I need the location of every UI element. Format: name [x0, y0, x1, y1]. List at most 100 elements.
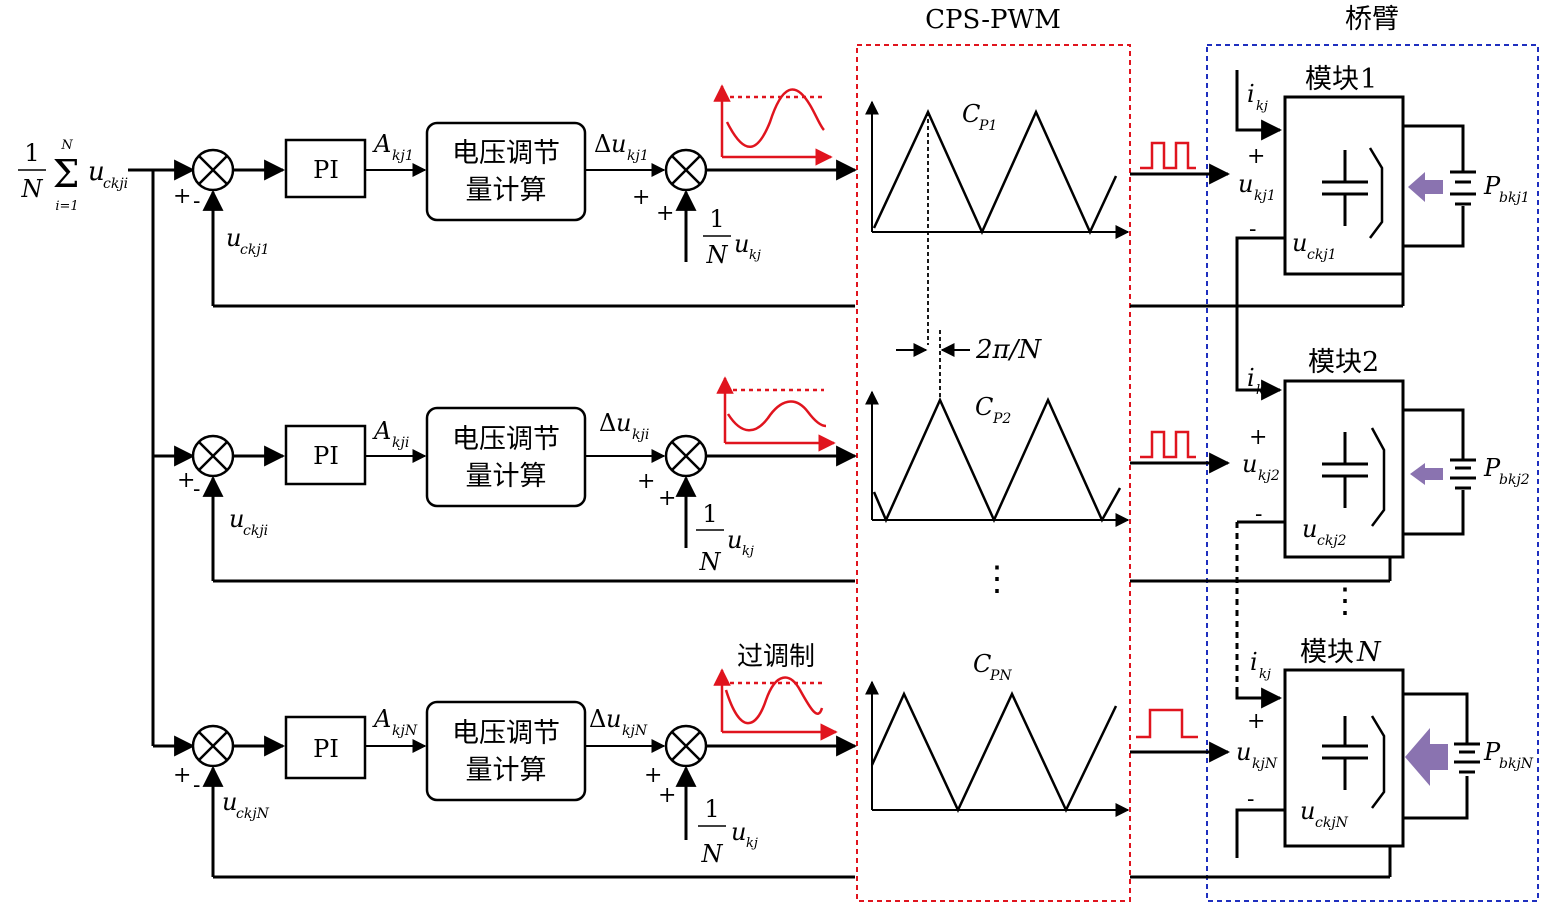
mod-sign-plus-b-2: +	[658, 486, 676, 511]
ref-sub-n: kj	[746, 836, 758, 851]
overmodulation-label: 过调制	[737, 642, 815, 672]
module-minus-2: -	[1255, 502, 1262, 527]
du-sub-1: kj1	[627, 148, 649, 164]
module-p-var-n: P	[1483, 738, 1501, 766]
sum-sign: Σ	[53, 152, 80, 196]
module-n: 模块 N i kj + u kjN - u ckjN P bkjN	[1235, 637, 1534, 858]
input-var: u	[88, 157, 105, 187]
module-u-var-1: u	[1238, 170, 1253, 198]
cps-pwm-header: CPS-PWM	[925, 5, 1061, 35]
pi-block-n	[284, 715, 367, 780]
module-p-sub-n: bkjN	[1499, 756, 1534, 772]
fb-sub-1: ckj1	[240, 242, 270, 258]
modulation-wave-inset-1	[713, 84, 833, 166]
capacitor-2	[1322, 432, 1368, 508]
module-minus-n: -	[1247, 787, 1254, 812]
module-ellipsis: ⋮	[1328, 581, 1362, 621]
pwm-pulse-n	[1130, 708, 1231, 763]
sign-plus-2: +	[177, 468, 195, 493]
module-i-var-n: i	[1250, 648, 1258, 676]
input-feed-lines	[128, 159, 196, 757]
pi-block-1	[284, 138, 367, 199]
module-u-sub-n: kjN	[1252, 756, 1278, 772]
carrier-triangle-1	[872, 108, 1118, 236]
voltage-calc-line2-1: 量计算	[466, 175, 547, 206]
module-p-var-2: P	[1483, 454, 1501, 482]
input-var-sub: ckji	[103, 176, 128, 192]
battery-1	[1450, 170, 1476, 206]
a-sub-1: kj1	[392, 148, 414, 164]
carrier-plot-2	[865, 390, 1130, 527]
fb-var-n: u	[222, 788, 237, 816]
sign-plus-1: +	[173, 184, 191, 209]
carrier-var-2: C	[975, 393, 993, 421]
carrier-sub-2: P2	[992, 411, 1011, 427]
du-var-1: u	[611, 130, 626, 158]
a-var-2: A	[372, 417, 391, 445]
voltage-calc-line1-2: 电压调节	[452, 424, 560, 455]
module-plus-n: +	[1247, 709, 1265, 734]
module-i-sub-n: kj	[1259, 667, 1271, 682]
module-i-var-2: i	[1247, 364, 1255, 392]
mod-sign-plus-a-1: +	[632, 185, 650, 210]
carrier-var-n: C	[973, 650, 991, 678]
module-plus-2: +	[1249, 425, 1267, 450]
carrier-ellipsis: ⋮	[980, 559, 1014, 599]
du-delta-2: Δ	[599, 409, 616, 437]
cps-pwm-region-box	[856, 44, 1131, 902]
voltage-calc-line1-n: 电压调节	[452, 718, 560, 749]
power-arrow-1	[1408, 172, 1443, 202]
ref-sub-2: kj	[742, 544, 754, 559]
sign-plus-n: +	[173, 763, 191, 788]
sign-minus-2: -	[193, 477, 200, 502]
bridge-arm-header: 桥臂	[1345, 4, 1399, 35]
carrier-triangle-2	[872, 396, 1122, 524]
module-title-cn-2: 模块	[1308, 347, 1362, 378]
input-average-voltage: 1 N Σ N i=1 u ckji	[18, 138, 128, 214]
du-delta-n: Δ	[589, 705, 606, 733]
control-row-2: + - PI A kji 电压调节 量计算 Δ u kji + + 1 N u …	[177, 406, 858, 583]
control-row-1: + - PI A kj1 电压调节 量计算 Δ u kj1 + + 1 N u …	[173, 121, 858, 308]
capacitor-1	[1322, 150, 1368, 226]
fb-sub-n: ckjN	[236, 806, 270, 822]
voltage-calc-line2-2: 量计算	[466, 461, 547, 492]
pwm-pulse-2	[1130, 430, 1231, 474]
power-arrow-n	[1405, 728, 1448, 786]
ref-den-2: N	[699, 548, 722, 576]
a-sub-2: kji	[392, 435, 409, 451]
module-i-sub-2: kj	[1256, 383, 1268, 398]
carrier-plot-1	[865, 100, 1130, 345]
summing-junction-cross-1	[198, 155, 228, 185]
module-p-var-1: P	[1483, 172, 1501, 200]
pi-label-1: PI	[313, 156, 339, 184]
voltage-calc-block-1	[425, 121, 587, 222]
module-1: 模块 1 i kj + u kj1 - u ckj1 P bkj1	[1235, 64, 1530, 401]
switch-1	[1368, 147, 1384, 239]
ref-var-2: u	[727, 526, 742, 554]
module-i-var-1: i	[1247, 80, 1255, 108]
module-title-cn-n: 模块	[1300, 637, 1354, 668]
input-frac-num: 1	[24, 139, 39, 167]
carrier-sub-n: PN	[989, 668, 1012, 684]
voltage-calc-line1-1: 电压调节	[452, 138, 560, 169]
battery-2	[1450, 458, 1476, 490]
module-2: 模块 2 i kj + u kj2 - u ckj2 P bkj2	[1235, 347, 1530, 709]
ref-var-n: u	[731, 818, 746, 846]
ref-den-n: N	[701, 840, 724, 868]
a-sub-n: kjN	[392, 723, 418, 739]
modulation-wave-inset-n	[713, 668, 838, 741]
module-feedback-lines	[1130, 274, 1405, 879]
sum-lower-limit: i=1	[55, 199, 78, 214]
pi-label-n: PI	[313, 735, 339, 763]
a-var-1: A	[372, 130, 391, 158]
module-uc-sub-1: ckj1	[1307, 247, 1337, 263]
sign-minus-1: -	[193, 189, 200, 214]
mod-sign-plus-a-2: +	[637, 469, 655, 494]
module-box-1	[1283, 95, 1405, 276]
carrier-var-1: C	[962, 100, 980, 128]
ref-var-1: u	[734, 230, 749, 258]
modulation-wave-inset-2	[716, 376, 836, 452]
phase-shift-indicator	[896, 330, 970, 400]
sign-minus-n: -	[193, 773, 200, 798]
